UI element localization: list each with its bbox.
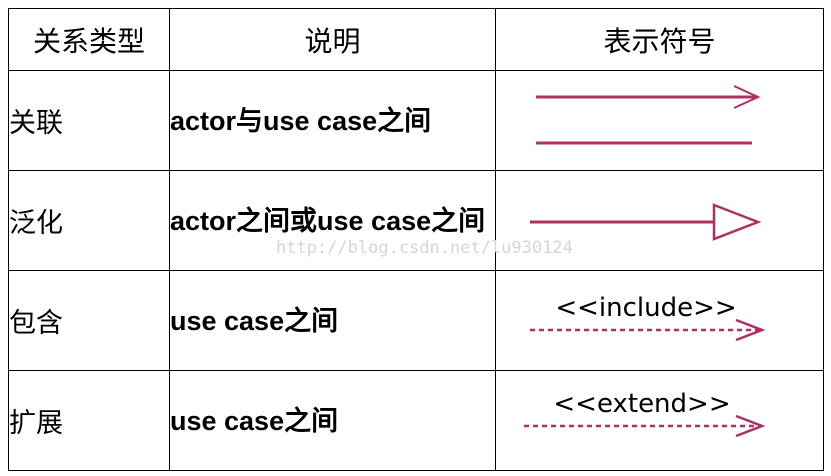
- relationship-type-cell: 关联: [8, 70, 170, 171]
- association-symbol: [536, 84, 761, 144]
- include-label: <<include>>: [555, 293, 736, 323]
- relationship-type-cell: 泛化: [8, 170, 170, 271]
- header-symbol: 表示符号: [495, 8, 824, 71]
- table-row-generalization: 泛化 actor之间或use case之间: [8, 170, 824, 271]
- symbol-cell: <<extend>>: [495, 370, 824, 471]
- header-row: 关系类型 说明 表示符号: [8, 8, 824, 71]
- open-arrowhead: [735, 414, 766, 437]
- relationship-type-cell: 包含: [8, 270, 170, 371]
- extend-symbol: <<extend>>: [524, 389, 766, 437]
- include-symbol: <<include>>: [530, 293, 766, 341]
- table-row-association: 关联 actor与use case之间: [8, 70, 824, 171]
- open-arrowhead: [733, 84, 761, 109]
- description-cell: use case之间: [169, 370, 496, 471]
- relationship-type-cell: 扩展: [8, 370, 170, 471]
- description-cell: actor与use case之间: [169, 70, 496, 171]
- generalization-symbol: [530, 202, 762, 241]
- header-relationship-type: 关系类型: [8, 8, 170, 71]
- description-cell: actor之间或use case之间: [169, 170, 496, 271]
- table-row-include: 包含 use case之间 <<include>>: [8, 270, 824, 371]
- header-description: 说明: [169, 8, 496, 71]
- table-row-extend: 扩展 use case之间 <<extend>>: [8, 370, 824, 471]
- relationship-table: 关系类型 说明 表示符号 关联 actor与use case之间 泛化 acto…: [8, 8, 824, 471]
- symbol-cell: [495, 70, 824, 171]
- symbol-cell: <<include>>: [495, 270, 824, 371]
- hollow-triangle-arrowhead: [712, 202, 762, 241]
- open-arrowhead: [735, 318, 766, 341]
- description-cell: use case之间: [169, 270, 496, 371]
- extend-label: <<extend>>: [553, 389, 730, 419]
- symbol-cell: [495, 170, 824, 271]
